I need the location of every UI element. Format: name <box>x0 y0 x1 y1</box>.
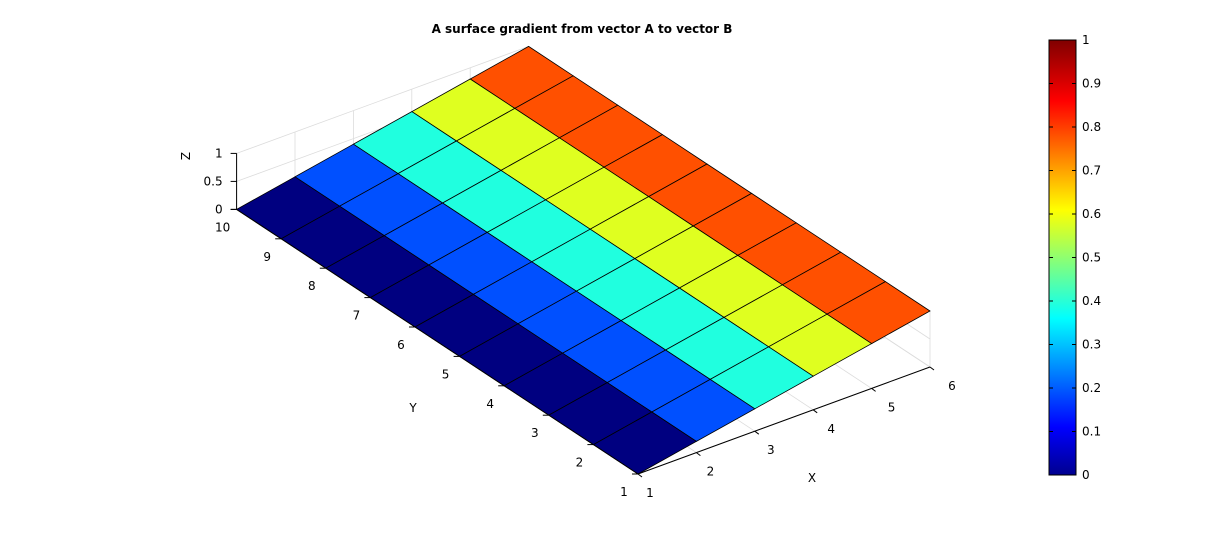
colorbar-tick-label: 0.4 <box>1082 294 1101 308</box>
y-tick-label: 2 <box>576 456 584 470</box>
y-tick-label: 7 <box>353 309 361 323</box>
x-tick-label: 2 <box>707 465 715 479</box>
y-tick-label: 9 <box>263 250 271 264</box>
colorbar: 0 0.1 0.2 0.3 0.4 0.5 0.6 0.7 0.8 0.9 1 <box>1048 33 1101 482</box>
x-axis-line <box>637 366 931 475</box>
colorbar-tick-label: 0.1 <box>1082 425 1101 439</box>
x-tick-label: 3 <box>767 443 775 457</box>
colorbar-tick-label: 0.7 <box>1082 164 1101 178</box>
surface-faces <box>235 45 931 475</box>
grid-line <box>236 46 529 154</box>
colorbar-tick-label: 0.2 <box>1082 381 1101 395</box>
z-tick-label: 0 <box>215 202 223 216</box>
colorbar-tick-label: 0 <box>1082 468 1090 482</box>
y-tick-label: 6 <box>397 338 405 352</box>
x-tick <box>929 366 935 371</box>
x-tick <box>871 387 876 392</box>
axis-ticks: 1 2 3 4 5 6 1 2 3 4 5 6 7 8 9 10 0 0.5 1 <box>204 146 956 500</box>
chart-title: A surface gradient from vector A to vect… <box>432 22 733 36</box>
y-tick-label: 4 <box>486 397 494 411</box>
x-tick <box>754 430 760 435</box>
colorbar-tick-label: 0.6 <box>1082 207 1101 221</box>
x-tick <box>812 409 818 414</box>
y-tick-label: 5 <box>442 367 450 381</box>
colorbar-tick-label: 0.5 <box>1082 251 1101 265</box>
colorbar-scale <box>1048 39 1077 476</box>
y-tick-label: 3 <box>531 426 539 440</box>
colorbar-tick-label: 0.3 <box>1082 338 1101 352</box>
x-tick <box>696 452 701 457</box>
colorbar-tick-label: 0.9 <box>1082 77 1101 91</box>
y-axis-line <box>236 208 639 475</box>
x-tick-label: 6 <box>948 379 956 393</box>
colorbar-tick-label: 1 <box>1082 33 1090 47</box>
y-tick-label: 1 <box>620 485 628 499</box>
x-tick-label: 1 <box>646 486 654 500</box>
z-tick-label: 1 <box>215 146 223 160</box>
y-tick-label: 8 <box>308 279 316 293</box>
z-tick-label: 0.5 <box>204 174 223 188</box>
y-tick-label: 10 <box>215 220 230 234</box>
y-axis-label: Y <box>408 401 417 415</box>
x-tick <box>637 473 643 478</box>
x-tick-label: 5 <box>888 400 896 414</box>
z-axis-label: Z <box>179 152 193 160</box>
x-axis-label: X <box>808 471 816 485</box>
x-tick-label: 4 <box>827 422 835 436</box>
colorbar-tick-label: 0.8 <box>1082 120 1101 134</box>
